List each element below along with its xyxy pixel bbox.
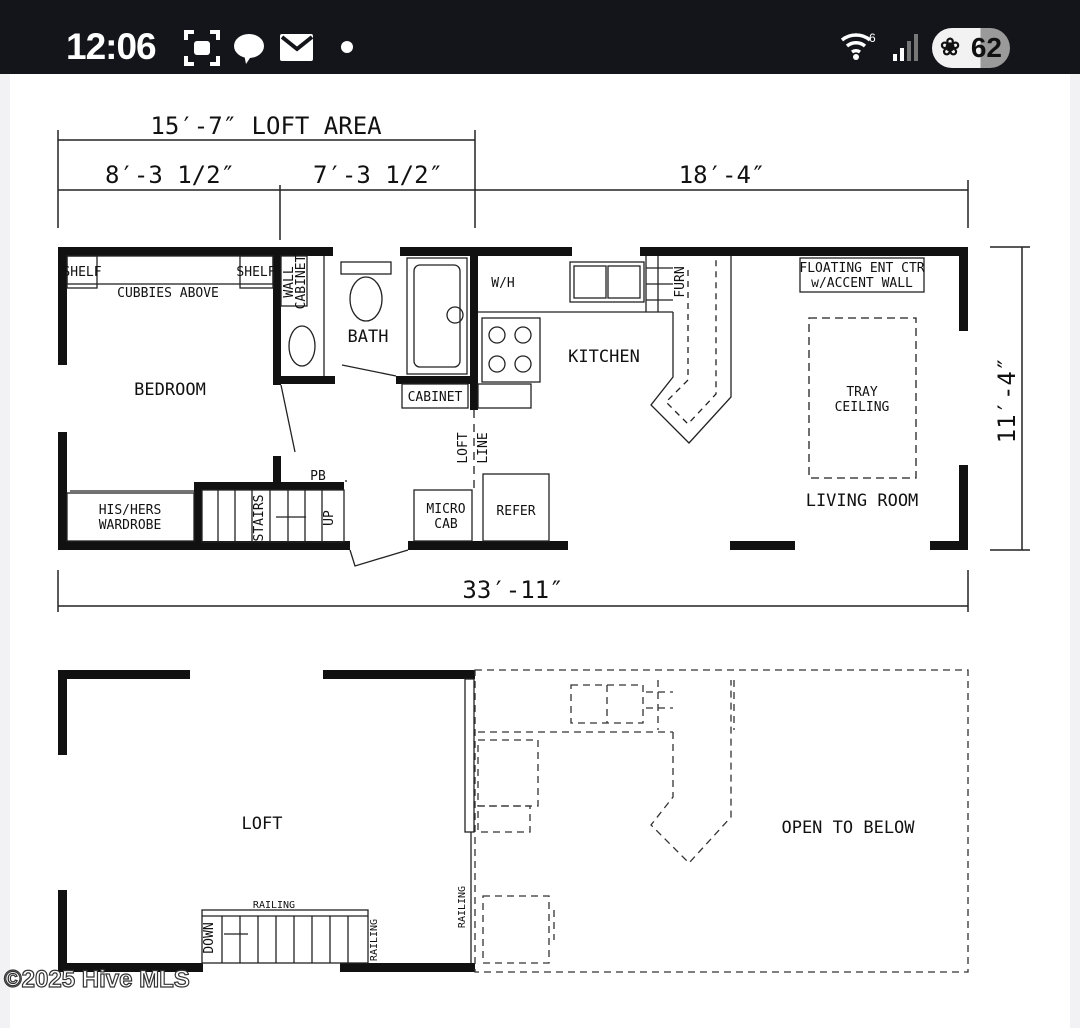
leaf-icon: ❀	[940, 34, 961, 61]
wifi6-icon: 6	[840, 31, 876, 60]
cubbies-label: CUBBIES ABOVE	[117, 286, 219, 301]
battery-indicator: ❀ 62	[932, 28, 1010, 68]
loft-label: LOFT	[242, 814, 283, 834]
wardrobe-label-1: HIS/HERS	[99, 503, 162, 518]
wardrobe-label-2: WARDROBE	[99, 518, 162, 533]
middle-segment-dimension: 7′-3 1/2″	[313, 161, 443, 189]
right-margin	[1070, 74, 1080, 1028]
shelf-left-label: SHELF	[62, 265, 101, 280]
stairs-down-label: DOWN	[202, 922, 217, 953]
left-segment-dimension: 8′-3 1/2″	[105, 161, 235, 189]
wall-cabinet-label-2: CABINET	[294, 254, 309, 309]
total-length-dimension: 33′-11″	[462, 576, 563, 604]
tray-ceiling-label-2: CEILING	[835, 400, 890, 415]
ent-center-label-1: FLOATING ENT CTR	[799, 261, 924, 276]
ent-center-label-2: w/ACCENT WALL	[811, 276, 913, 291]
micro-cab-label-1: MICRO	[426, 502, 465, 517]
chat-bubble-icon	[234, 34, 264, 64]
clock: 12:06	[66, 26, 157, 67]
screenshot-icon	[184, 30, 220, 66]
depth-dimension: 11′-4″	[993, 357, 1021, 444]
water-heater-label: W/H	[491, 276, 514, 291]
pb-label: PB	[310, 469, 326, 484]
bedroom-label: BEDROOM	[134, 380, 206, 400]
stairs-up-label: UP	[322, 510, 337, 526]
watermark: ©2025 Hive MLS	[3, 965, 190, 993]
dot-icon	[341, 41, 353, 53]
battery-level: 62	[970, 32, 1002, 63]
mail-icon	[280, 34, 314, 61]
right-segment-dimension: 18′-4″	[679, 161, 766, 189]
stairs-label: STAIRS	[252, 495, 267, 542]
loft-line-label-2: LINE	[476, 432, 491, 463]
signal-icon	[893, 34, 918, 61]
loft-line-label-1: LOFT	[456, 432, 471, 463]
railing-top-label: RAILING	[253, 900, 295, 911]
shelf-right-label: SHELF	[236, 265, 275, 280]
railing-side-label: RAILING	[369, 919, 380, 961]
living-room-label: LIVING ROOM	[806, 491, 919, 511]
micro-cab-label-2: CAB	[434, 517, 458, 532]
open-to-below-label: OPEN TO BELOW	[781, 818, 915, 838]
loft-floor: LOFT OPEN TO BELOW RAILING RAILING RAILI…	[58, 669, 969, 973]
main-floor: SHELF SHELF CUBBIES ABOVE BEDROOM HIS/HE…	[58, 247, 968, 567]
cabinet-label: CABINET	[408, 390, 463, 405]
dimension-lines	[57, 130, 1030, 612]
bath-label: BATH	[348, 327, 389, 347]
furnace-label: FURN	[673, 266, 688, 297]
left-margin	[0, 74, 10, 1028]
railing-edge-label: RAILING	[457, 886, 468, 928]
wall-cabinet-label-1: WALL	[282, 266, 297, 297]
svg-text:6: 6	[869, 31, 876, 45]
refrigerator-label: REFER	[496, 504, 535, 519]
status-bar: 12:06 6 ❀ 62	[0, 0, 1080, 74]
kitchen-label: KITCHEN	[568, 347, 640, 367]
tray-ceiling-label-1: TRAY	[846, 385, 877, 400]
loft-area-dimension: 15′-7″ LOFT AREA	[150, 112, 382, 140]
